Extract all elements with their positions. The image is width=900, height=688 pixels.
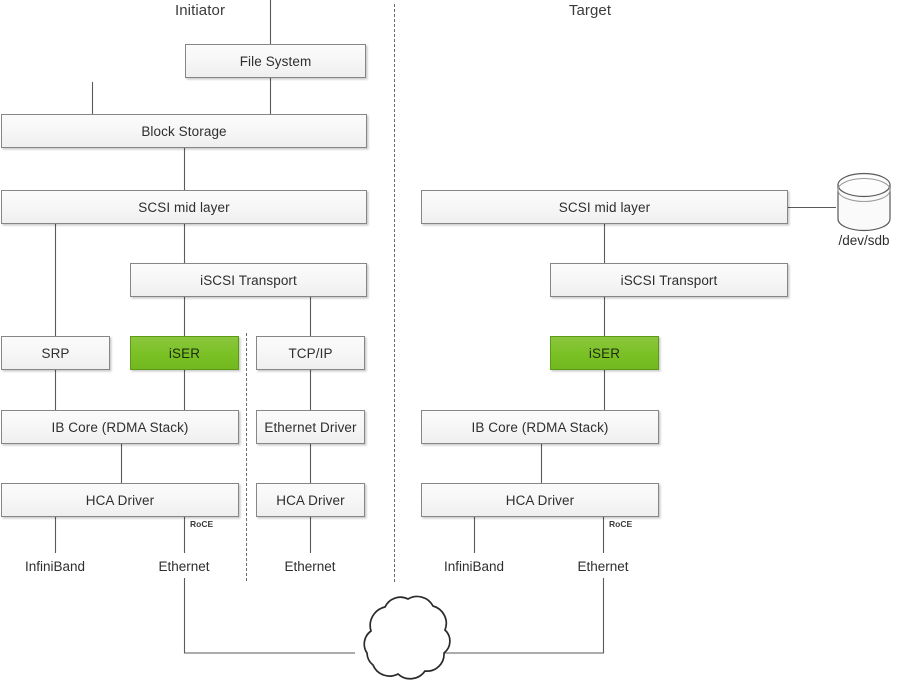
box-scsi-mid-layer-initiator[interactable]: SCSI mid layer <box>1 190 367 224</box>
network-label-ethernet-initiator-roce: Ethernet <box>158 559 210 574</box>
box-file-system[interactable]: File System <box>185 44 366 78</box>
disk-label-dev-sdb: /dev/sdb <box>838 233 890 248</box>
box-hca-driver-initiator-rdma[interactable]: HCA Driver <box>1 483 239 517</box>
roce-label-target: RoCE <box>609 519 633 529</box>
box-hca-driver-target[interactable]: HCA Driver <box>421 483 659 517</box>
network-cloud-icon <box>363 595 451 680</box>
box-tcp-ip[interactable]: TCP/IP <box>256 336 365 370</box>
box-srp[interactable]: SRP <box>1 336 110 370</box>
box-iscsi-transport-target[interactable]: iSCSI Transport <box>550 263 788 297</box>
disk-cylinder-icon <box>837 172 891 232</box>
box-block-storage[interactable]: Block Storage <box>1 114 367 148</box>
box-ethernet-driver[interactable]: Ethernet Driver <box>256 410 365 444</box>
target-title: Target <box>568 2 612 19</box>
box-iser-target[interactable]: iSER <box>550 336 659 370</box>
divider-rdma-tcp-stacks <box>246 333 247 581</box>
box-scsi-mid-layer-target[interactable]: SCSI mid layer <box>421 190 788 224</box>
network-label-ethernet-initiator-tcp: Ethernet <box>284 559 336 574</box>
box-ib-core-initiator[interactable]: IB Core (RDMA Stack) <box>1 410 239 444</box>
network-label-infiniband-target: InfiniBand <box>443 559 505 574</box>
initiator-title: Initiator <box>174 2 226 19</box>
line-target-ethernet-to-cloud <box>442 578 605 654</box>
box-iser-initiator[interactable]: iSER <box>130 336 239 370</box>
divider-initiator-target <box>394 4 395 582</box>
box-hca-driver-initiator-tcp[interactable]: HCA Driver <box>256 483 365 517</box>
box-ib-core-target[interactable]: IB Core (RDMA Stack) <box>421 410 659 444</box>
roce-label-initiator: RoCE <box>190 519 214 529</box>
box-iscsi-transport-initiator[interactable]: iSCSI Transport <box>130 263 367 297</box>
network-label-infiniband-initiator: InfiniBand <box>24 559 86 574</box>
network-label-ethernet-target: Ethernet <box>577 559 629 574</box>
line-initiator-ethernet-to-cloud <box>183 578 355 654</box>
